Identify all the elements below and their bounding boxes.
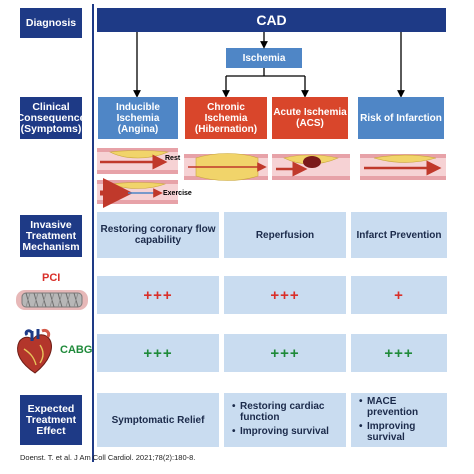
flow-arrows [133, 32, 405, 98]
consequence-acute-ischemia: Acute Ischemia (ACS) [272, 97, 348, 139]
consequence-risk-of-infarction: Risk of Infarction [358, 97, 444, 139]
pci-label: PCI [42, 272, 61, 284]
citation: Doenst. T. et al. J Am Coll Cardiol. 202… [20, 453, 196, 462]
row-header-invasive-mechanism: Invasive Treatment Mechanism [20, 215, 82, 257]
stent-icon [16, 290, 88, 310]
row-header-expected-effect: Expected Treatment Effect [20, 395, 82, 445]
vessel-rest [97, 148, 178, 174]
vessel-risk [360, 154, 446, 180]
cabg-score: +++ [384, 344, 414, 362]
cabg-score-cell-1: +++ [97, 334, 219, 372]
effect-col3-list: MACE prevention Improving survival [359, 395, 447, 446]
cabg-row-icon: CABG [14, 325, 94, 380]
pci-score-cell-2: +++ [224, 276, 346, 314]
effect-improving-survival: Improving survival [232, 426, 346, 437]
vessel-chronic [184, 153, 268, 181]
mechanism-restoring-flow: Restoring coronary flow capability [97, 212, 219, 258]
column-divider [92, 4, 94, 462]
effect-symptomatic-relief: Symptomatic Relief [97, 393, 219, 447]
pci-score-cell-1: +++ [97, 276, 219, 314]
effect-col2-list: Restoring cardiac function Improving sur… [232, 400, 346, 440]
row-header-clinical-consequence: Clinical Consequence (Symptoms) [17, 97, 85, 139]
effect-col2: Restoring cardiac function Improving sur… [224, 393, 346, 447]
vessel-exercise [97, 178, 178, 208]
cabg-score: +++ [143, 344, 173, 362]
vessel-label-rest: Rest [165, 155, 181, 162]
pci-row-icon: PCI [14, 272, 90, 318]
cabg-score: +++ [270, 344, 300, 362]
cabg-score-cell-2: +++ [224, 334, 346, 372]
vessel-acute [272, 154, 350, 180]
cabg-label: CABG [60, 344, 93, 356]
effect-mace-prevention: MACE prevention [359, 396, 447, 418]
vessel-label-exercise: Exercise [163, 190, 192, 197]
pci-score-cell-3: + [351, 276, 447, 314]
consequence-chronic-ischemia: Chronic Ischemia (Hibernation) [185, 97, 267, 139]
effect-col3: MACE prevention Improving survival [351, 393, 447, 447]
pci-score: +++ [143, 286, 173, 304]
consequence-inducible-ischemia: Inducible Ischemia (Angina) [98, 97, 178, 139]
mechanism-reperfusion: Reperfusion [224, 212, 346, 258]
mechanism-infarct-prevention: Infarct Prevention [351, 212, 447, 258]
heart-icon [17, 329, 52, 374]
effect-restoring-cardiac-function: Restoring cardiac function [232, 401, 346, 423]
effect-improving-survival: Improving survival [359, 421, 447, 443]
vessel-illustrations [97, 148, 446, 208]
row-header-diagnosis: Diagnosis [20, 8, 82, 38]
pci-score: + [394, 286, 404, 304]
cabg-score-cell-3: +++ [351, 334, 447, 372]
ischemia-box: Ischemia [226, 48, 302, 68]
cad-box: CAD [97, 8, 446, 32]
pci-score: +++ [270, 286, 300, 304]
